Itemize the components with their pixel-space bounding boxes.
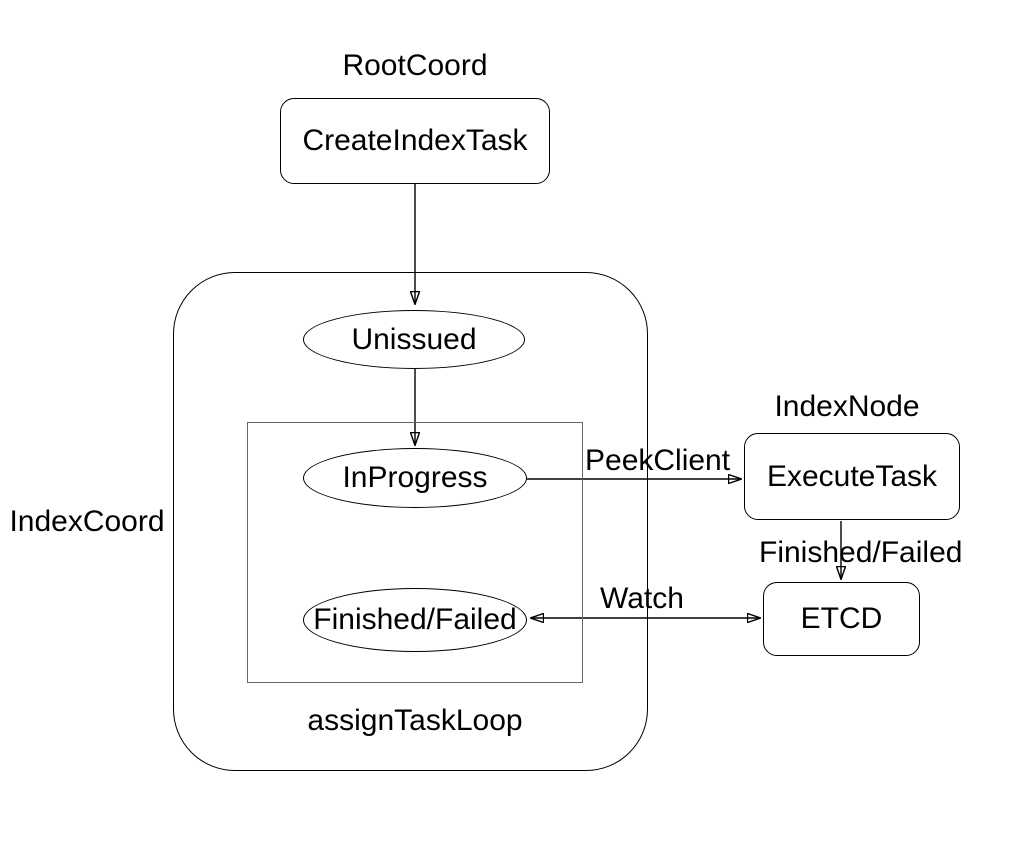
- group-label-indexcoord: IndexCoord: [9, 505, 165, 538]
- indexcoord-group-container: [173, 272, 648, 771]
- assigntaskloop-container: [247, 422, 583, 683]
- group-label-indexnode: IndexNode: [774, 390, 920, 423]
- group-label-assigntaskloop: assignTaskLoop: [307, 704, 523, 737]
- node-execute-task-label: ExecuteTask: [766, 459, 938, 493]
- node-etcd-label: ETCD: [800, 602, 883, 635]
- node-create-index-task: CreateIndexTask: [280, 98, 550, 184]
- node-etcd: ETCD: [763, 582, 920, 656]
- node-execute-task: ExecuteTask: [744, 433, 960, 520]
- node-create-index-task-label: CreateIndexTask: [302, 124, 528, 157]
- node-unissued: Unissued: [303, 310, 525, 369]
- node-in-progress-label: InProgress: [342, 461, 488, 494]
- node-unissued-label: Unissued: [351, 322, 477, 356]
- edge-label-peekclient: PeekClient: [585, 444, 731, 477]
- edge-label-finished-failed: Finished/Failed: [759, 536, 963, 569]
- node-finished-failed-label: Finished/Failed: [313, 603, 517, 636]
- edge-label-watch: Watch: [600, 582, 684, 615]
- group-label-rootcoord: RootCoord: [342, 49, 488, 82]
- node-in-progress: InProgress: [303, 448, 527, 508]
- node-finished-failed: Finished/Failed: [303, 588, 527, 652]
